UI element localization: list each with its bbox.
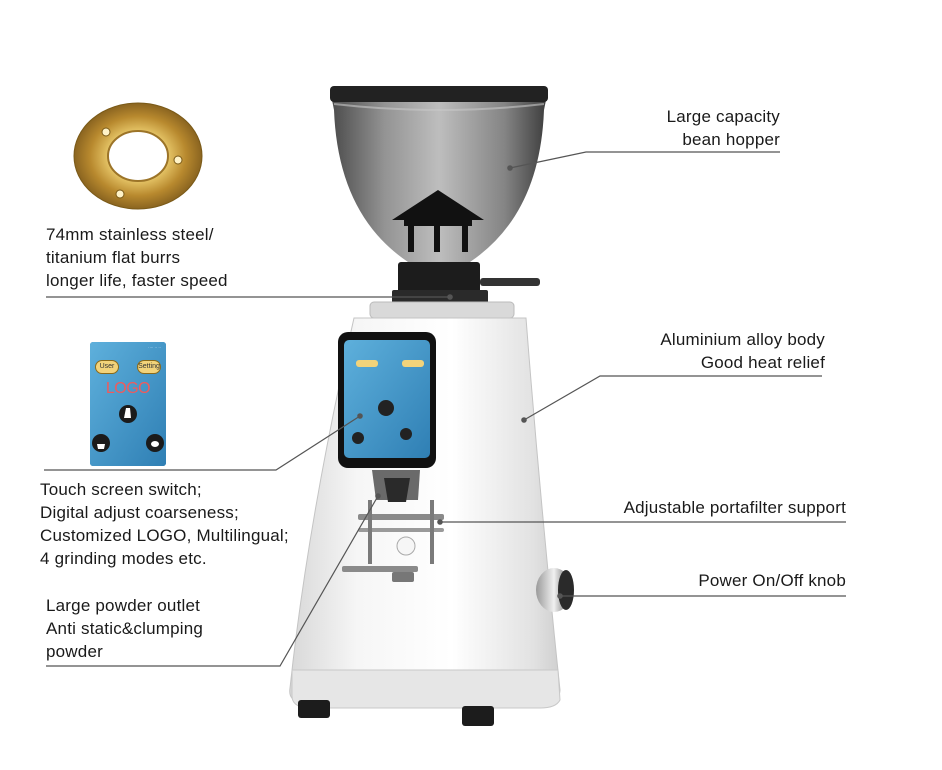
label-line: Digital adjust coarseness; bbox=[40, 503, 239, 522]
leader-lines bbox=[44, 151, 846, 667]
label-line: Customized LOGO, Multilingual; bbox=[40, 526, 289, 545]
label-outlet: Large powder outlet Anti static&clumping… bbox=[46, 594, 203, 663]
screen-inset-overlay: ···· ·· ·· User Setting LOGO bbox=[90, 342, 166, 466]
label-burrs: 74mm stainless steel/ titanium flat burr… bbox=[46, 223, 228, 292]
label-line: Aluminium alloy body bbox=[660, 330, 825, 349]
user-button: User bbox=[95, 360, 119, 374]
leader-hopper bbox=[509, 151, 780, 169]
bean-hopper bbox=[330, 86, 548, 262]
power-knob bbox=[536, 568, 574, 612]
leader-body bbox=[523, 375, 822, 421]
label-line: 74mm stainless steel/ bbox=[46, 225, 214, 244]
label-line: powder bbox=[46, 642, 103, 661]
hopper-collar bbox=[369, 262, 540, 319]
label-line: longer life, faster speed bbox=[46, 271, 228, 290]
portafilter-support bbox=[342, 500, 444, 582]
label-line: titanium flat burrs bbox=[46, 248, 181, 267]
powder-outlet bbox=[372, 470, 420, 502]
beans-icon bbox=[151, 441, 159, 447]
label-line: Large capacity bbox=[666, 107, 780, 126]
machine-touch-screen bbox=[338, 332, 436, 468]
leader-outlet bbox=[46, 495, 379, 667]
label-line: bean hopper bbox=[682, 130, 780, 149]
label-line: Anti static&clumping bbox=[46, 619, 204, 638]
leader-touch bbox=[44, 415, 361, 471]
label-touch: Touch screen switch; Digital adjust coar… bbox=[40, 478, 289, 570]
burr-ring-icon bbox=[73, 102, 203, 210]
status-text: ···· ·· ·· bbox=[148, 345, 161, 350]
label-line: Adjustable portafilter support bbox=[623, 498, 846, 517]
label-line: Good heat relief bbox=[700, 353, 825, 372]
logo-text: LOGO bbox=[105, 380, 151, 397]
touch-icon bbox=[124, 408, 131, 418]
label-body: Aluminium alloy body Good heat relief bbox=[660, 328, 825, 374]
label-line: Large powder outlet bbox=[46, 596, 201, 615]
cup-icon bbox=[97, 444, 105, 449]
setting-button: Setting bbox=[137, 360, 161, 374]
label-hopper: Large capacity bean hopper bbox=[667, 105, 780, 151]
label-line: Power On/Off knob bbox=[698, 571, 846, 590]
label-line: 4 grinding modes etc. bbox=[40, 549, 207, 568]
label-line: Touch screen switch; bbox=[40, 480, 202, 499]
label-portafilter: Adjustable portafilter support bbox=[624, 496, 846, 519]
label-knob: Power On/Off knob bbox=[698, 569, 846, 592]
